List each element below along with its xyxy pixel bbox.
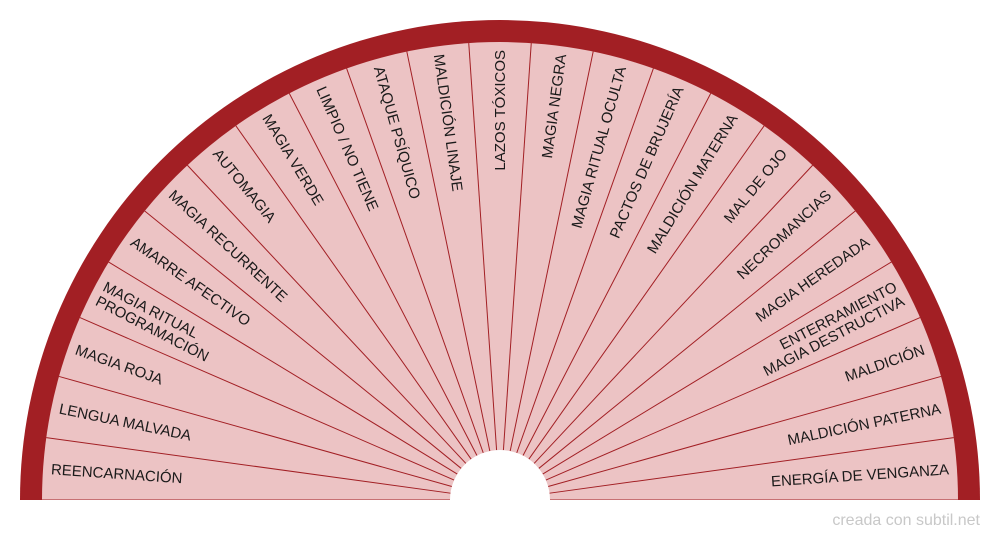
- segment-divider: [108, 261, 458, 475]
- chart-field: [42, 42, 958, 500]
- segment-divider: [79, 317, 455, 481]
- segment-divider: [509, 51, 594, 452]
- segment-divider: [542, 261, 892, 475]
- segment-divider: [144, 210, 462, 469]
- segment-divider: [58, 375, 452, 487]
- segment-divider: [548, 375, 942, 487]
- chart-hub: [450, 450, 550, 500]
- segment-divider: [346, 68, 484, 454]
- segment-divider: [235, 125, 472, 460]
- segment-divider: [549, 437, 954, 494]
- chart-base: [0, 20, 1000, 540]
- segment-divider: [533, 164, 813, 464]
- segment-divider: [538, 210, 856, 469]
- credit-text: creada con subtil.net: [832, 512, 980, 529]
- segment-divider: [522, 93, 712, 456]
- segment-divider: [288, 93, 478, 456]
- segment-divider: [502, 43, 532, 451]
- segment-label-text: LAZOS TÓXICOS: [492, 50, 509, 171]
- segment-divider: [545, 317, 921, 481]
- chart-bottom-strip: [0, 500, 1000, 540]
- segment-divider: [516, 68, 654, 454]
- segment-divider: [468, 43, 498, 451]
- segment-divider: [187, 164, 467, 464]
- segment-divider: [46, 437, 451, 494]
- segment-divider: [528, 125, 765, 460]
- segment-divider: [406, 51, 491, 452]
- segment-label: LAZOS TÓXICOS: [492, 50, 509, 171]
